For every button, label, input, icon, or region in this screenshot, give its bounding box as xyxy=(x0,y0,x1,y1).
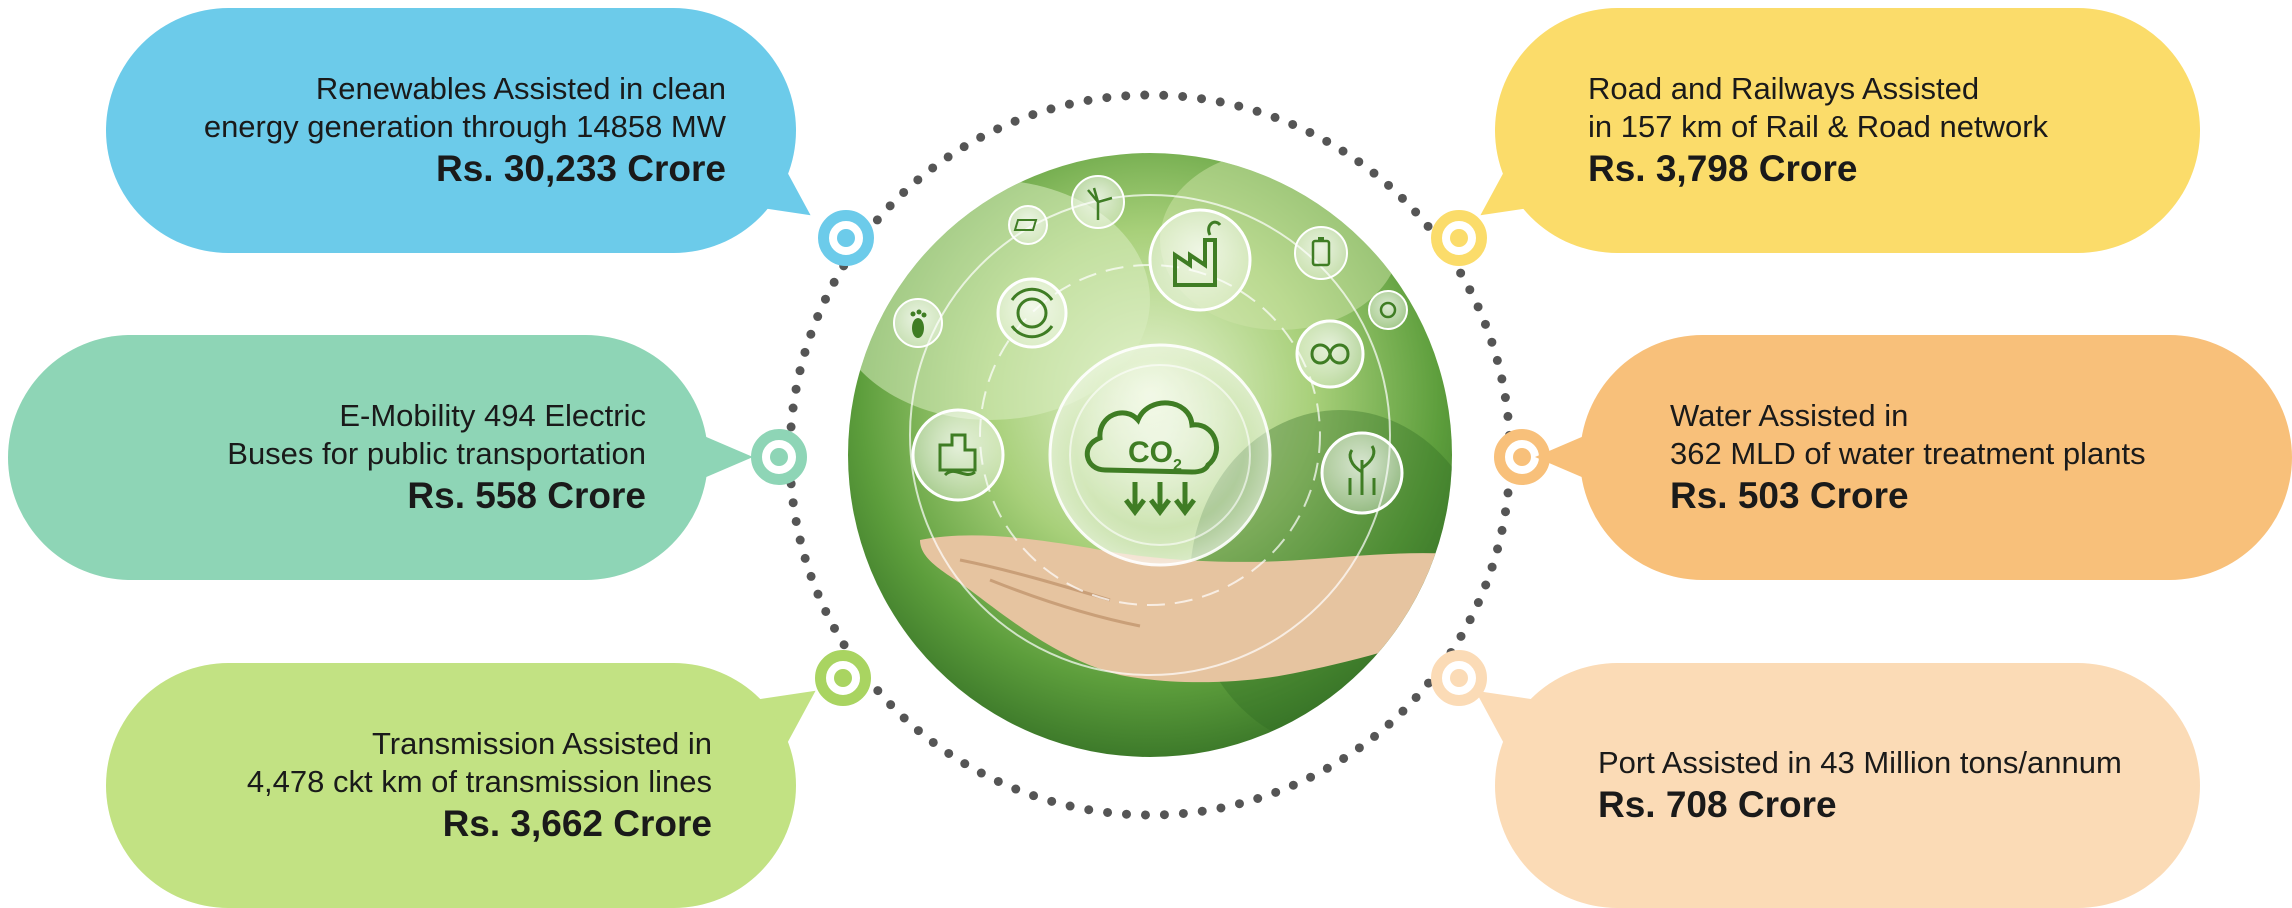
water-line1: Water Assisted in xyxy=(1670,397,1909,433)
battery-icon xyxy=(1294,226,1348,280)
co2-bubble: CO 2 xyxy=(1048,343,1272,567)
co2-label: CO xyxy=(1128,436,1173,469)
co2-subscript: 2 xyxy=(1173,457,1182,474)
transmission-line1: Transmission Assisted in xyxy=(372,725,712,761)
green-city-icon xyxy=(911,408,1005,502)
port-marker xyxy=(1431,650,1487,706)
transmission-line2: 4,478 ckt km of transmission lines xyxy=(246,763,712,799)
port-amount: Rs. 708 Crore xyxy=(1598,783,1837,825)
recycle-globe-icon xyxy=(996,277,1068,349)
port-line1: Port Assisted in 43 Million tons/annum xyxy=(1598,744,2122,780)
road-railways-amount: Rs. 3,798 Crore xyxy=(1588,147,1858,189)
road-railways-bubble: Road and Railways Assisted in 157 km of … xyxy=(1463,8,2200,253)
infinity-icon xyxy=(1295,319,1365,389)
renewables-amount: Rs. 30,233 Crore xyxy=(435,147,726,189)
transmission-bubble: Transmission Assisted in 4,478 ckt km of… xyxy=(106,663,833,908)
factory-icon xyxy=(1148,208,1252,312)
port-bubble: Port Assisted in 43 Million tons/annum R… xyxy=(1458,663,2200,908)
emobility-line2: Buses for public transportation xyxy=(227,435,646,471)
transmission-amount: Rs. 3,662 Crore xyxy=(442,802,712,844)
gear-leaf-icon xyxy=(1368,290,1408,330)
wind-turbine-icon xyxy=(1071,175,1125,229)
renewables-bubble: Renewables Assisted in clean energy gene… xyxy=(106,8,828,253)
center-graphic: CO 2 xyxy=(785,90,1515,820)
solar-panel-icon xyxy=(1008,205,1048,245)
renewables-marker xyxy=(818,210,874,266)
water-line2: 362 MLD of water treatment plants xyxy=(1670,435,2146,471)
road-railways-line1: Road and Railways Assisted xyxy=(1588,70,1980,106)
road-railways-line2: in 157 km of Rail & Road network xyxy=(1588,108,2049,144)
renewables-line1: Renewables Assisted in clean xyxy=(315,70,726,106)
emobility-line1: E-Mobility 494 Electric xyxy=(339,397,646,433)
water-bubble: Water Assisted in 362 MLD of water treat… xyxy=(1535,335,2292,580)
footprint-icon xyxy=(893,298,943,348)
plant-icon xyxy=(1320,431,1404,515)
renewables-line2: energy generation through 14858 MW xyxy=(203,108,726,144)
open-hand-icon xyxy=(920,535,1452,683)
transmission-marker xyxy=(815,650,871,706)
road-railways-marker xyxy=(1431,210,1487,266)
emobility-amount: Rs. 558 Crore xyxy=(407,474,646,516)
co2-cloud-icon: CO 2 xyxy=(1084,400,1220,517)
emobility-marker xyxy=(751,429,807,485)
emobility-bubble: E-Mobility 494 Electric Buses for public… xyxy=(8,335,753,580)
water-amount: Rs. 503 Crore xyxy=(1670,474,1909,516)
